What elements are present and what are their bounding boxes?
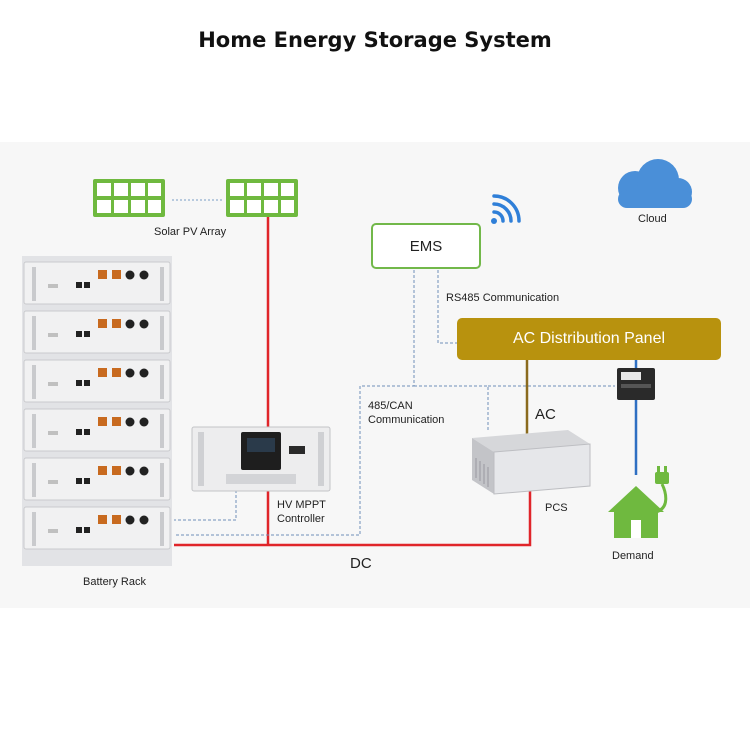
battery-module-icon bbox=[23, 457, 171, 501]
mppt-controller-icon bbox=[191, 426, 331, 492]
solar-label: Solar PV Array bbox=[154, 226, 227, 238]
solar-panel-icon bbox=[93, 179, 165, 217]
rs485-label: RS485 Communication bbox=[446, 292, 560, 304]
solar-panel-icon bbox=[226, 179, 298, 217]
house-plug-icon bbox=[608, 466, 669, 538]
ems-can-line bbox=[174, 270, 415, 536]
battery-label: Battery Rack bbox=[83, 576, 146, 588]
power-meter-icon bbox=[617, 368, 655, 400]
pcs-label: PCS bbox=[545, 502, 568, 514]
wifi-icon bbox=[491, 194, 521, 224]
cloud-icon bbox=[618, 159, 692, 208]
battery-module-icon bbox=[23, 359, 171, 403]
cloud-label: Cloud bbox=[638, 213, 667, 225]
mppt-label: HV MPPT Controller bbox=[277, 499, 326, 525]
ac-panel-label: AC Distribution Panel bbox=[512, 330, 666, 347]
page-title: Home Energy Storage System bbox=[198, 28, 552, 52]
battery-module-icon bbox=[23, 506, 171, 550]
ac-distribution-panel: AC Distribution Panel bbox=[457, 318, 721, 360]
demand-label: Demand bbox=[612, 550, 654, 562]
pcs-inverter-icon bbox=[472, 430, 591, 495]
mppt-comm-line bbox=[174, 490, 237, 521]
ac-label: AC bbox=[535, 406, 556, 423]
battery-module-icon bbox=[23, 261, 171, 305]
can-label: 485/CAN Communication bbox=[368, 400, 445, 426]
battery-module-icon bbox=[23, 408, 171, 452]
battery-module-icon bbox=[23, 310, 171, 354]
ems-label: EMS bbox=[409, 237, 443, 255]
ems-box: EMS bbox=[371, 223, 481, 269]
ems-rs485-line bbox=[437, 270, 457, 344]
dc-label: DC bbox=[350, 555, 372, 572]
dc-bus-line bbox=[174, 490, 532, 547]
